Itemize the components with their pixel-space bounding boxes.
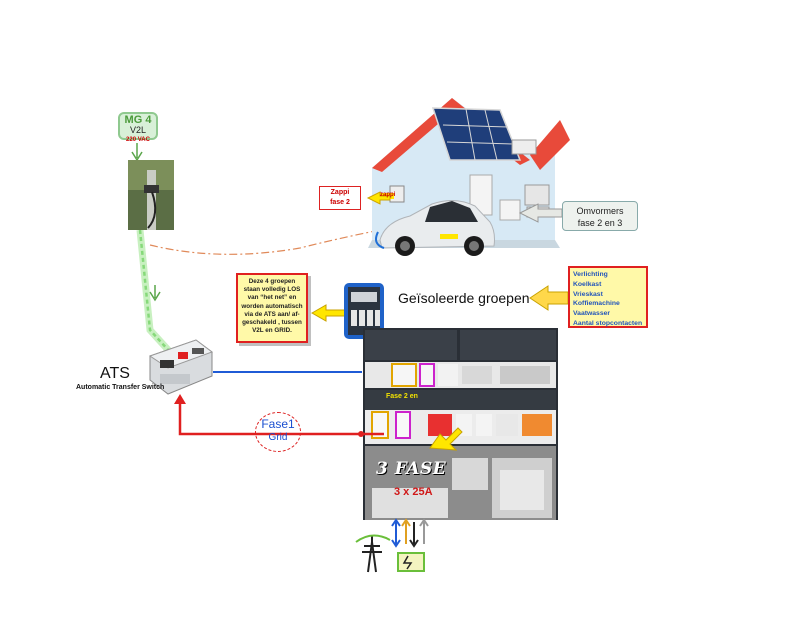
mg4-v2l-label: MG 4 V2L 220 VAC bbox=[118, 112, 158, 143]
down-arrow-icon bbox=[131, 143, 143, 162]
panel-capacity: 3 x 25A bbox=[394, 486, 433, 498]
zappi-label: Zappi bbox=[330, 189, 350, 196]
ev-voltage: 220 VAC bbox=[126, 137, 150, 143]
ev-mode: V2L bbox=[129, 125, 146, 135]
v2l-car-cable bbox=[149, 229, 381, 255]
distribution-panel-photo bbox=[363, 328, 558, 520]
note-line: van “het net” en bbox=[247, 294, 297, 302]
license-plate bbox=[440, 234, 458, 239]
arrow-left-icon bbox=[310, 304, 346, 322]
inverters-phase: fase 2 en 3 bbox=[577, 218, 623, 228]
note-line: geschakeld , tussen bbox=[242, 319, 302, 327]
isolated-breakers-photo bbox=[344, 283, 384, 339]
note-line: V2L en GRID. bbox=[252, 327, 292, 335]
group-item: Verlichting bbox=[573, 271, 608, 278]
panel-phase-note: Fase 2 en bbox=[386, 393, 418, 400]
grid-phase-label: Fase1 bbox=[261, 417, 295, 431]
arrow-up-icon bbox=[429, 427, 463, 451]
note-line: via de ATS aan/ af- bbox=[244, 310, 300, 318]
inverters-label-box: Omvormers fase 2 en 3 bbox=[562, 201, 638, 231]
inverters-label: Omvormers bbox=[576, 206, 624, 216]
grid-phase-badge: Fase1 Grid bbox=[255, 412, 301, 452]
group-item: Aantal stopcontacten bbox=[573, 319, 643, 327]
ats-subtitle: Automatic Transfer Switch bbox=[76, 384, 165, 391]
house-illustration bbox=[368, 98, 570, 248]
group-item: Vaatwasser bbox=[573, 310, 611, 318]
note-line: Deze 4 groepen bbox=[248, 278, 296, 285]
group-item: Koffiemachine bbox=[573, 300, 620, 308]
arrow-up-icon bbox=[174, 394, 186, 404]
ats-device bbox=[148, 339, 214, 395]
pylon-icon bbox=[355, 534, 391, 573]
zappi-phase: fase 2 bbox=[330, 199, 350, 206]
grid-feed-line bbox=[174, 394, 384, 437]
grid-source-label: Grid bbox=[268, 432, 288, 443]
group-item: Vrieskast bbox=[573, 290, 603, 298]
zappi-label-box: Zappi fase 2 bbox=[319, 186, 361, 210]
zappi-device-text: zappi bbox=[380, 192, 396, 198]
ats-title: ATS bbox=[100, 365, 130, 382]
isolated-note-box: Deze 4 groepen staan volledig LOS van “h… bbox=[236, 273, 308, 343]
note-line: staan volledig LOS bbox=[243, 286, 301, 294]
group-item: Koelkast bbox=[573, 280, 602, 288]
car-illustration bbox=[375, 200, 495, 256]
charging-pole-photo bbox=[128, 160, 174, 230]
down-arrow-icon bbox=[149, 285, 161, 302]
isolated-groups-title: Geïsoleerde groepen bbox=[398, 290, 530, 306]
power-flow-icon bbox=[391, 518, 429, 572]
arrow-left-icon bbox=[529, 285, 569, 311]
panel-caption: 3 FASE bbox=[376, 459, 447, 479]
arrow-left-icon bbox=[366, 191, 391, 205]
note-line: worden automatisch bbox=[241, 302, 303, 310]
isolated-groups-list: Verlichting Koelkast Vrieskast Koffiemac… bbox=[568, 266, 648, 328]
ev-brand: MG 4 bbox=[124, 114, 152, 126]
